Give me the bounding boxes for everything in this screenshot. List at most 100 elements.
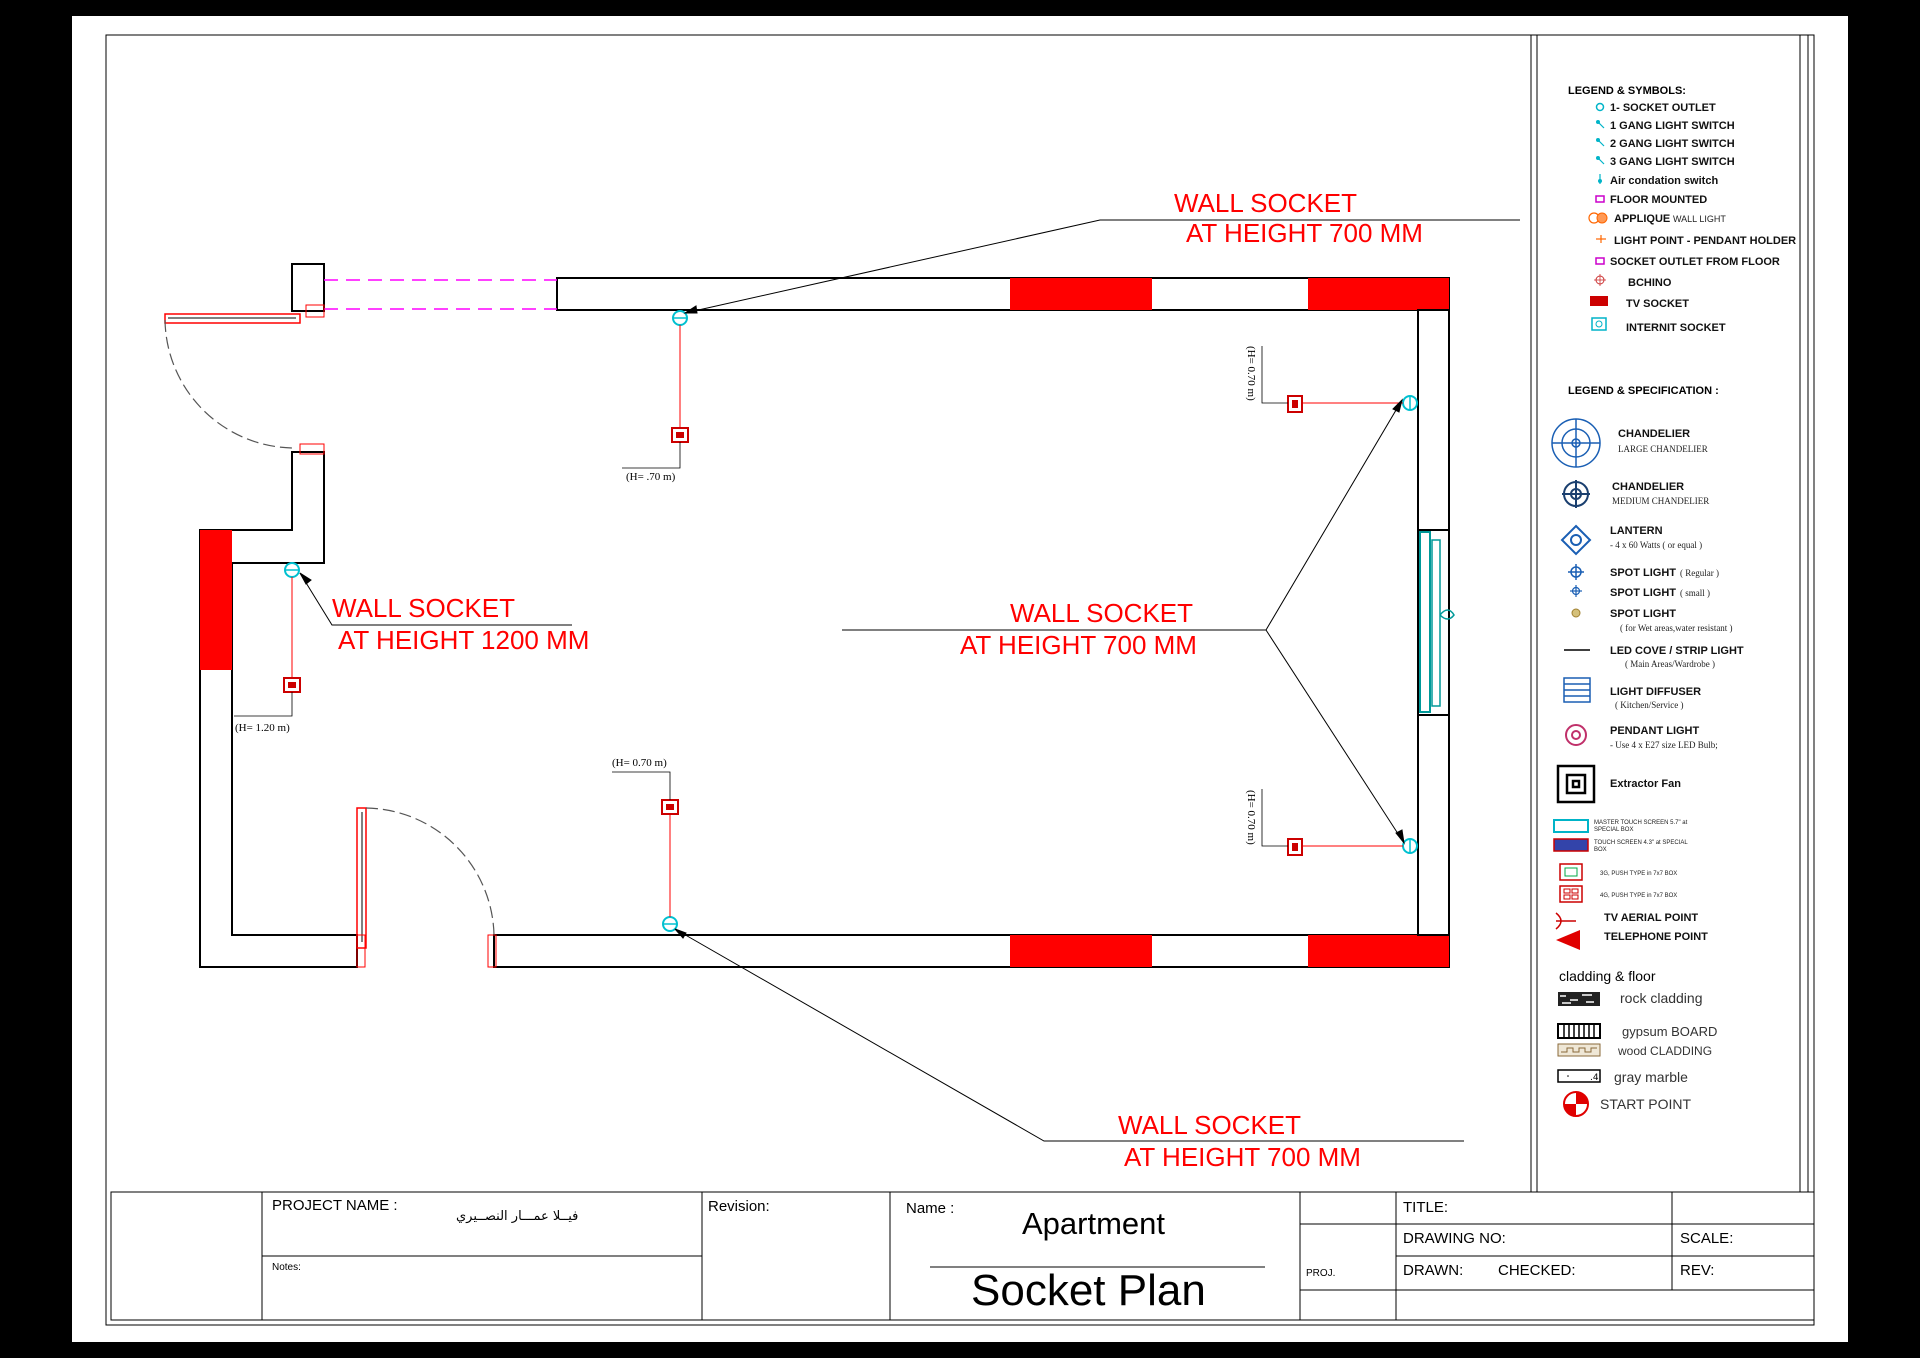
drawn-label: DRAWN: <box>1403 1262 1464 1279</box>
revision-label: Revision: <box>708 1198 770 1215</box>
name-label: Name : <box>906 1200 955 1217</box>
spec-extractor-fan: Extractor Fan <box>1610 778 1681 790</box>
gray-marble-icon: .4 <box>1557 1069 1601 1083</box>
cladding-rock: rock cladding <box>1620 990 1703 1006</box>
spec-light-diffuser: LIGHT DIFFUSER <box>1610 686 1702 698</box>
project-name-value: فيــلا عمـــار النصــيري <box>456 1209 579 1224</box>
spec-medium-chandelier-sub: MEDIUM CHANDELIER <box>1612 496 1710 506</box>
legend-ac-switch: Air condation switch <box>1610 175 1719 187</box>
floor-socket-icon <box>1595 257 1605 265</box>
legend-symbols-title: LEGEND & SYMBOLS: <box>1568 85 1686 97</box>
cladding-start-point: START POINT <box>1600 1096 1692 1112</box>
cladding-marble: gray marble <box>1614 1069 1688 1085</box>
spec-pendant-light-sub: - Use 4 x E27 size LED Bulb; <box>1610 740 1718 750</box>
legend-2-gang: 2 GANG LIGHT SWITCH <box>1610 138 1735 150</box>
wall-highlight <box>1010 935 1152 967</box>
legend-applique-sub: WALL LIGHT <box>1673 214 1726 224</box>
spec-spot-light-sub: ( Regular ) <box>1680 568 1719 578</box>
spec-small-spot-light-sub: ( small ) <box>1680 588 1710 598</box>
proj-label: PROJ. <box>1306 1268 1336 1279</box>
spec-wet-spot-light: SPOT LIGHT <box>1610 608 1676 620</box>
annotation-top-line1: WALL SOCKET <box>1174 188 1358 218</box>
legend-1-gang: 1 GANG LIGHT SWITCH <box>1610 120 1735 132</box>
socket-left <box>234 562 301 717</box>
annotation-left-line1: WALL SOCKET <box>332 593 516 623</box>
annotation-center-line2: AT HEIGHT 700 MM <box>960 630 1197 660</box>
left-wall <box>199 451 358 968</box>
three-gang-switch-icon <box>1596 156 1605 165</box>
annotation-bottom-line1: WALL SOCKET <box>1118 1110 1302 1140</box>
internet-socket-icon <box>1591 317 1607 331</box>
wall-highlight <box>1010 278 1152 310</box>
spec-medium-chandelier: CHANDELIER <box>1612 481 1685 493</box>
right-wall <box>1417 309 1455 936</box>
project-name-label: PROJECT NAME : <box>272 1197 398 1214</box>
legend-internet-socket: INTERNIT SOCKET <box>1626 322 1726 334</box>
socket-bottom <box>612 771 679 932</box>
entry-door <box>164 304 325 455</box>
legend-floor-socket: SOCKET OUTLET FROM FLOOR <box>1610 256 1780 268</box>
legend-tv-socket: TV SOCKET <box>1626 298 1689 310</box>
bottom-wall <box>493 934 1450 968</box>
socket-outlet-icon <box>1595 102 1605 112</box>
light-point-icon <box>1596 235 1606 243</box>
three-gang-push-icon <box>1559 863 1583 881</box>
cladding-wood: wood CLADDING <box>1618 1044 1713 1058</box>
spec-led-strip: LED COVE / STRIP LIGHT <box>1610 645 1744 657</box>
cladding-icons: .4 <box>1557 992 1601 1117</box>
socket-right-top <box>1261 346 1418 413</box>
legend-socket-outlet: 1- SOCKET OUTLET <box>1610 102 1716 114</box>
extractor-fan-icon <box>1556 764 1596 804</box>
spec-large-chandelier: CHANDELIER <box>1618 428 1691 440</box>
spec-4g-push: 4G, PUSH TYPE in 7x7 BOX <box>1600 893 1678 899</box>
ac-switch-icon <box>1598 174 1602 184</box>
bottom-door <box>356 807 497 968</box>
legend-floor-mounted: FLOOR MOUNTED <box>1610 194 1708 206</box>
annotation-bottom-line2: AT HEIGHT 700 MM <box>1124 1142 1361 1172</box>
spec-large-chandelier-sub: LARGE CHANDELIER <box>1618 444 1708 454</box>
two-gang-switch-icon <box>1596 138 1605 147</box>
title-label: TITLE: <box>1403 1199 1449 1216</box>
legend-light-point: LIGHT POINT - PENDANT HOLDER <box>1614 235 1797 247</box>
spec-3g-push: 3G, PUSH TYPE in 7x7 BOX <box>1600 871 1678 877</box>
lantern-icon <box>1560 524 1592 556</box>
name-value: Apartment <box>1022 1206 1166 1241</box>
socket-right-bottom <box>1261 789 1418 856</box>
spec-tv-aerial: TV AERIAL POINT <box>1604 912 1699 924</box>
height-label-left: (H= 1.20 m) <box>235 722 290 734</box>
spot-light-icon <box>1568 564 1584 580</box>
svg-text:.4: .4 <box>1590 1073 1599 1083</box>
spec-lantern-sub: - 4 x 60 Watts ( or equal ) <box>1610 540 1703 550</box>
legend-spec-title: LEGEND & SPECIFICATION : <box>1568 385 1719 397</box>
height-label-top: (H= .70 m) <box>626 471 676 483</box>
wall-highlight <box>200 530 232 670</box>
master-touch-screen-icon <box>1553 819 1589 833</box>
small-spot-light-icon <box>1570 585 1582 597</box>
annotation-top-line2: AT HEIGHT 700 MM <box>1186 218 1423 248</box>
annotation-center-line1: WALL SOCKET <box>1010 598 1194 628</box>
notes-label: Notes: <box>272 1262 301 1273</box>
pendant-light-icon <box>1565 724 1587 746</box>
legend-3-gang: 3 GANG LIGHT SWITCH <box>1610 156 1735 168</box>
wood-cladding-icon <box>1557 1043 1601 1057</box>
cladding-title: cladding & floor <box>1559 968 1656 984</box>
checked-label: CHECKED: <box>1498 1262 1576 1279</box>
column <box>291 263 325 312</box>
wall-highlight <box>1308 278 1449 310</box>
annotation-left-line2: AT HEIGHT 1200 MM <box>338 625 590 655</box>
applique-icon <box>1588 212 1608 224</box>
wall-highlight <box>1308 935 1449 967</box>
height-label-bottom: (H= 0.70 m) <box>612 757 667 769</box>
telephone-icon <box>1556 930 1580 950</box>
wet-spot-light-icon <box>1571 608 1581 618</box>
large-chandelier-icon <box>1551 418 1601 468</box>
scale-label: SCALE: <box>1680 1230 1734 1247</box>
drawing-title: Socket Plan <box>971 1266 1206 1315</box>
bchino-icon <box>1594 274 1606 286</box>
tv-socket-icon <box>1590 296 1608 306</box>
legend-bchino: BCHINO <box>1628 277 1672 289</box>
